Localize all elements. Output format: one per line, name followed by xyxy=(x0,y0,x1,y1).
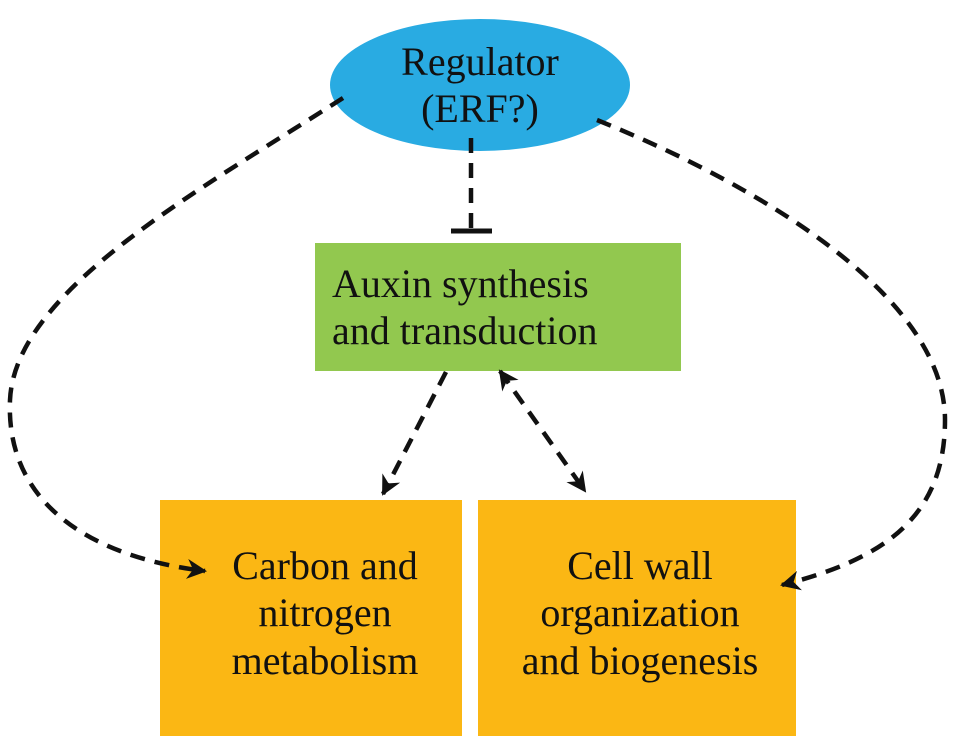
auxin-label: Auxin synthesis and transduction xyxy=(332,252,662,362)
carbon-label-line: nitrogen xyxy=(258,590,392,636)
carbon-label-line: metabolism xyxy=(231,637,419,683)
edge-auxin-to-carbon xyxy=(381,370,448,496)
cell-wall-label: Cell wall organization and biogenesis xyxy=(490,528,790,698)
auxin-label-line: Auxin synthesis xyxy=(332,260,589,306)
edge-regulator-to-cellwall xyxy=(596,117,948,591)
cellwall-label-line: Cell wall xyxy=(567,543,713,589)
regulator-label-line: Regulator xyxy=(401,38,559,84)
regulator-label: Regulator (ERF?) xyxy=(401,20,559,150)
cell-wall-node xyxy=(478,500,796,736)
cellwall-label-line: organization xyxy=(540,590,740,636)
carbon-metabolism-label: Carbon and nitrogen metabolism xyxy=(200,528,450,698)
regulator-node xyxy=(330,19,630,151)
edge-auxin-cellwall-bidirectional xyxy=(498,369,587,493)
cellwall-label-line: and biogenesis xyxy=(521,637,759,683)
auxin-node xyxy=(315,243,681,371)
edges xyxy=(7,96,948,591)
edge-regulator-to-carbon xyxy=(7,96,345,579)
auxin-label-line: and transduction xyxy=(332,308,598,353)
regulator-label-line: (ERF?) xyxy=(421,86,539,131)
carbon-label-line: Carbon and xyxy=(232,543,418,589)
carbon-metabolism-node xyxy=(160,500,462,736)
